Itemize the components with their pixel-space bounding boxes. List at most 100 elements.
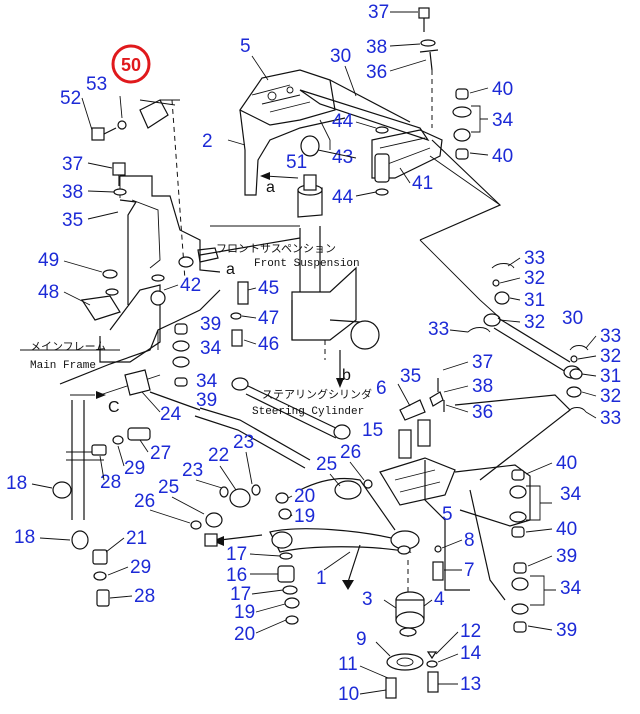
callout-48[interactable]: 48 [38,282,59,303]
callout-39[interactable]: 39 [196,390,217,411]
callout-34[interactable]: 34 [560,578,582,599]
callout-17[interactable]: 17 [226,544,247,565]
callout-40[interactable]: 40 [492,79,513,100]
callout-6[interactable]: 6 [376,378,387,399]
callout-29[interactable]: 29 [124,458,145,479]
callout-39[interactable]: 39 [556,546,577,567]
callout-23[interactable]: 23 [182,460,203,481]
front-suspension-jp-label: フロントサスペンション [216,242,336,255]
front-suspension-en-label: Front Suspension [254,258,360,270]
callout-43[interactable]: 43 [332,147,353,168]
callout-53[interactable]: 53 [86,74,107,95]
callout-13[interactable]: 13 [460,674,481,695]
callout-15[interactable]: 15 [362,420,383,441]
callout-47[interactable]: 47 [258,308,279,329]
callout-46[interactable]: 46 [258,334,279,355]
callout-26[interactable]: 26 [340,442,361,463]
callout-33[interactable]: 33 [600,408,621,429]
callout-37[interactable]: 37 [368,2,389,23]
callout-14[interactable]: 14 [460,643,482,664]
line-art [20,7,589,699]
callout-38[interactable]: 38 [472,376,493,397]
callout-11[interactable]: 11 [338,654,358,675]
callout-38[interactable]: 38 [62,182,83,203]
callout-52[interactable]: 52 [60,88,81,109]
view-letter-a-lower: a [226,261,235,278]
callout-20[interactable]: 20 [294,486,315,507]
annotations: フロントサスペンション Front Suspension メインフレーム Mai… [30,179,372,418]
callout-7[interactable]: 7 [464,560,475,581]
callout-9[interactable]: 9 [356,629,367,650]
callout-38[interactable]: 38 [366,37,387,58]
callout-32[interactable]: 32 [600,346,621,367]
callout-26[interactable]: 26 [134,491,155,512]
callout-35[interactable]: 35 [62,210,83,231]
callout-4[interactable]: 4 [434,589,445,610]
steering-cylinder-jp-label: ステアリングシリンダ [262,387,372,401]
callout-17[interactable]: 17 [230,584,251,605]
callout-numbers: 37 38 36 5 30 40 34 40 52 53 2 44 43 44 … [6,2,621,705]
callout-3[interactable]: 3 [362,589,373,610]
callout-28[interactable]: 28 [134,586,155,607]
callout-51[interactable]: 51 [286,152,307,173]
callout-34[interactable]: 34 [560,484,582,505]
callout-33[interactable]: 33 [524,248,545,269]
callout-30[interactable]: 30 [330,46,351,67]
callout-10[interactable]: 10 [338,684,359,705]
callout-39[interactable]: 39 [200,314,221,335]
callout-32[interactable]: 32 [524,268,545,289]
callout-44[interactable]: 44 [332,187,354,208]
callout-24[interactable]: 24 [160,404,182,425]
callout-40[interactable]: 40 [556,453,577,474]
callout-20[interactable]: 20 [234,624,255,645]
callout-18[interactable]: 18 [6,473,27,494]
callout-33[interactable]: 33 [428,319,449,340]
callout-25[interactable]: 25 [316,454,337,475]
callout-34[interactable]: 34 [200,338,222,359]
callout-12[interactable]: 12 [460,621,481,642]
callout-8[interactable]: 8 [464,530,475,551]
callout-37[interactable]: 37 [62,154,83,175]
callout-28[interactable]: 28 [100,472,121,493]
callout-45[interactable]: 45 [258,278,279,299]
callout-36[interactable]: 36 [472,402,493,423]
callout-25[interactable]: 25 [158,477,179,498]
callout-49[interactable]: 49 [38,250,59,271]
steering-cylinder-en-label: Steering Cylinder [252,406,364,418]
callout-40[interactable]: 40 [556,519,577,540]
callout-29[interactable]: 29 [130,557,151,578]
callout-1[interactable]: 1 [316,568,327,589]
callout-30[interactable]: 30 [562,308,583,329]
callout-32[interactable]: 32 [524,312,545,333]
view-letter-b: b [342,367,351,384]
callout-44[interactable]: 44 [332,111,354,132]
callout-23[interactable]: 23 [233,432,254,453]
callout-31[interactable]: 31 [524,290,545,311]
callout-41[interactable]: 41 [412,173,433,194]
callout-37[interactable]: 37 [472,352,493,373]
callout-5[interactable]: 5 [240,36,251,57]
main-frame-en-label: Main Frame [30,360,96,372]
callout-16[interactable]: 16 [226,565,247,586]
callout-50[interactable]: 50 [121,55,141,75]
callout-32[interactable]: 32 [600,386,621,407]
callout-19[interactable]: 19 [234,602,255,623]
callout-36[interactable]: 36 [366,62,387,83]
callout-5[interactable]: 5 [442,504,453,525]
callout-34[interactable]: 34 [492,110,514,131]
callout-39[interactable]: 39 [556,620,577,641]
callout-35[interactable]: 35 [400,366,421,387]
view-letter-a-upper: a [266,179,275,196]
callout-22[interactable]: 22 [208,445,229,466]
callout-18[interactable]: 18 [14,527,35,548]
callout-21[interactable]: 21 [126,528,147,549]
callout-40[interactable]: 40 [492,146,513,167]
callout-19[interactable]: 19 [294,506,315,527]
callout-2[interactable]: 2 [202,131,213,152]
callout-42[interactable]: 42 [180,275,201,296]
callout-34[interactable]: 34 [196,371,218,392]
callout-31[interactable]: 31 [600,366,621,387]
callout-27[interactable]: 27 [150,443,171,464]
callout-33[interactable]: 33 [600,326,621,347]
